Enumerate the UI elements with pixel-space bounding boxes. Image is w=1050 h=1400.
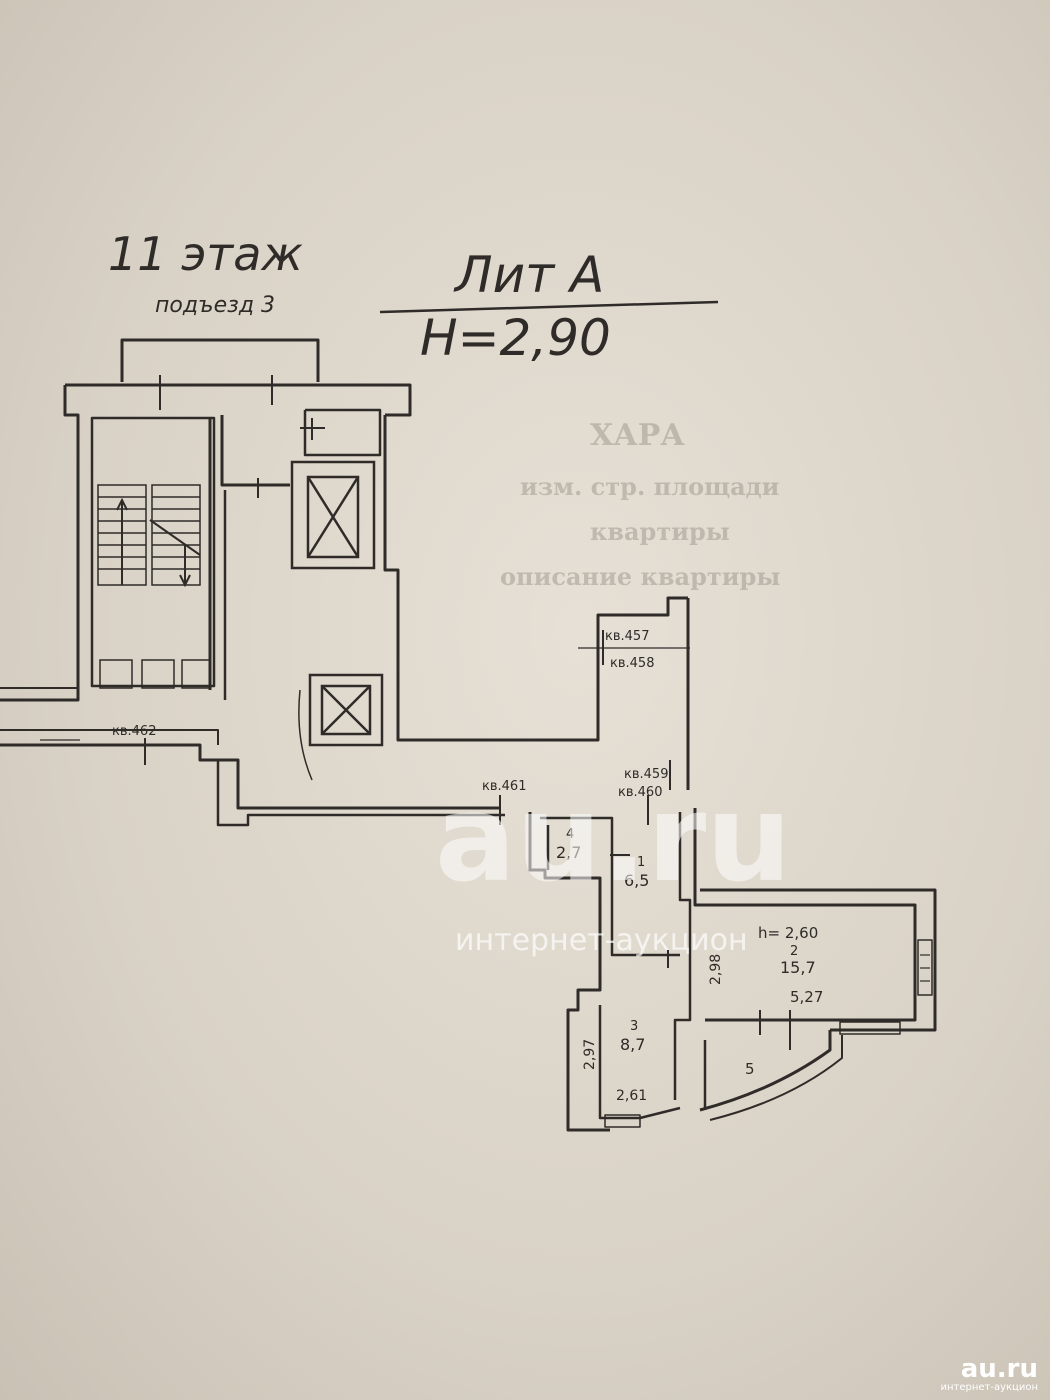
watermark-logo: au.ru <box>435 770 792 909</box>
liter-divider <box>379 300 719 314</box>
watermark: au.ru интернет-аукцион <box>435 770 792 958</box>
corner-logo-main: au.ru <box>960 1354 1038 1384</box>
apt-457: кв.457 <box>605 629 649 644</box>
apt-459: кв.459 <box>624 767 668 782</box>
dim-297: 2,97 <box>582 1039 598 1070</box>
staircase <box>97 484 211 689</box>
elevator-small <box>308 673 384 747</box>
background-text: ХАРА изм. стр. площади квартиры описание… <box>500 418 780 591</box>
room-1-number: 1 <box>637 855 645 870</box>
door-arc <box>298 689 313 781</box>
dim-527: 5,27 <box>790 988 823 1006</box>
apt-460: кв.460 <box>618 785 662 800</box>
wall-top <box>65 383 412 417</box>
wall-top-bump <box>120 338 320 382</box>
wall-ticks <box>40 375 791 1050</box>
bg-text-4: описание квартиры <box>500 562 780 591</box>
room-2-ceiling: h= 2,60 <box>758 924 818 942</box>
room-3-number: 3 <box>630 1019 638 1034</box>
room-3-area: 8,7 <box>620 1035 645 1054</box>
wall-bay-curve <box>699 1030 832 1112</box>
dim-298: 2,98 <box>708 954 724 985</box>
wall-apartment-left <box>528 812 610 1132</box>
room-labels: 4 2,7 1 6,5 h= 2,60 2 15,7 3 8,7 5 <box>556 827 818 1078</box>
dimension-labels: 2,98 5,27 2,97 2,61 <box>582 954 823 1104</box>
bg-text-2: изм. стр. площади <box>520 472 779 501</box>
apt-462: кв.462 <box>112 724 156 739</box>
floor-title: 11 этаж <box>108 227 303 281</box>
watermark-subtitle: интернет-аукцион <box>455 923 748 958</box>
wall-left-upper <box>0 385 80 702</box>
height-label: Н=2,90 <box>420 309 611 367</box>
apt-458: кв.458 <box>610 656 654 671</box>
corner-logo-sub: интернет-аукцион <box>940 1382 1038 1393</box>
bg-text-1: ХАРА <box>590 418 685 453</box>
room-4-number: 4 <box>566 827 574 842</box>
wall-living-room <box>693 808 917 1022</box>
wall-corridor <box>383 415 688 742</box>
room-1-area: 6,5 <box>624 871 649 890</box>
stairwell-box <box>90 416 216 688</box>
room-2-number: 2 <box>790 944 798 959</box>
apt-461: кв.461 <box>482 779 526 794</box>
bg-text-3: квартиры <box>590 517 730 546</box>
apartment-labels: кв.457 кв.458 кв.459 кв.460 кв.461 кв.46… <box>112 629 668 800</box>
dim-261: 2,61 <box>616 1088 647 1104</box>
room-2-area: 15,7 <box>780 958 816 977</box>
elevator-large <box>290 460 376 570</box>
room-4-area: 2,7 <box>556 843 581 862</box>
liter-label: Лит А <box>453 246 604 304</box>
wall-lobby-1 <box>220 415 290 487</box>
wall-corridor-lower <box>0 743 500 810</box>
room-5-number: 5 <box>745 1060 755 1078</box>
walls <box>0 338 937 1132</box>
corner-logo: au.ru интернет-аукцион <box>940 1356 1038 1394</box>
entrance-label: подъезд 3 <box>155 293 275 318</box>
